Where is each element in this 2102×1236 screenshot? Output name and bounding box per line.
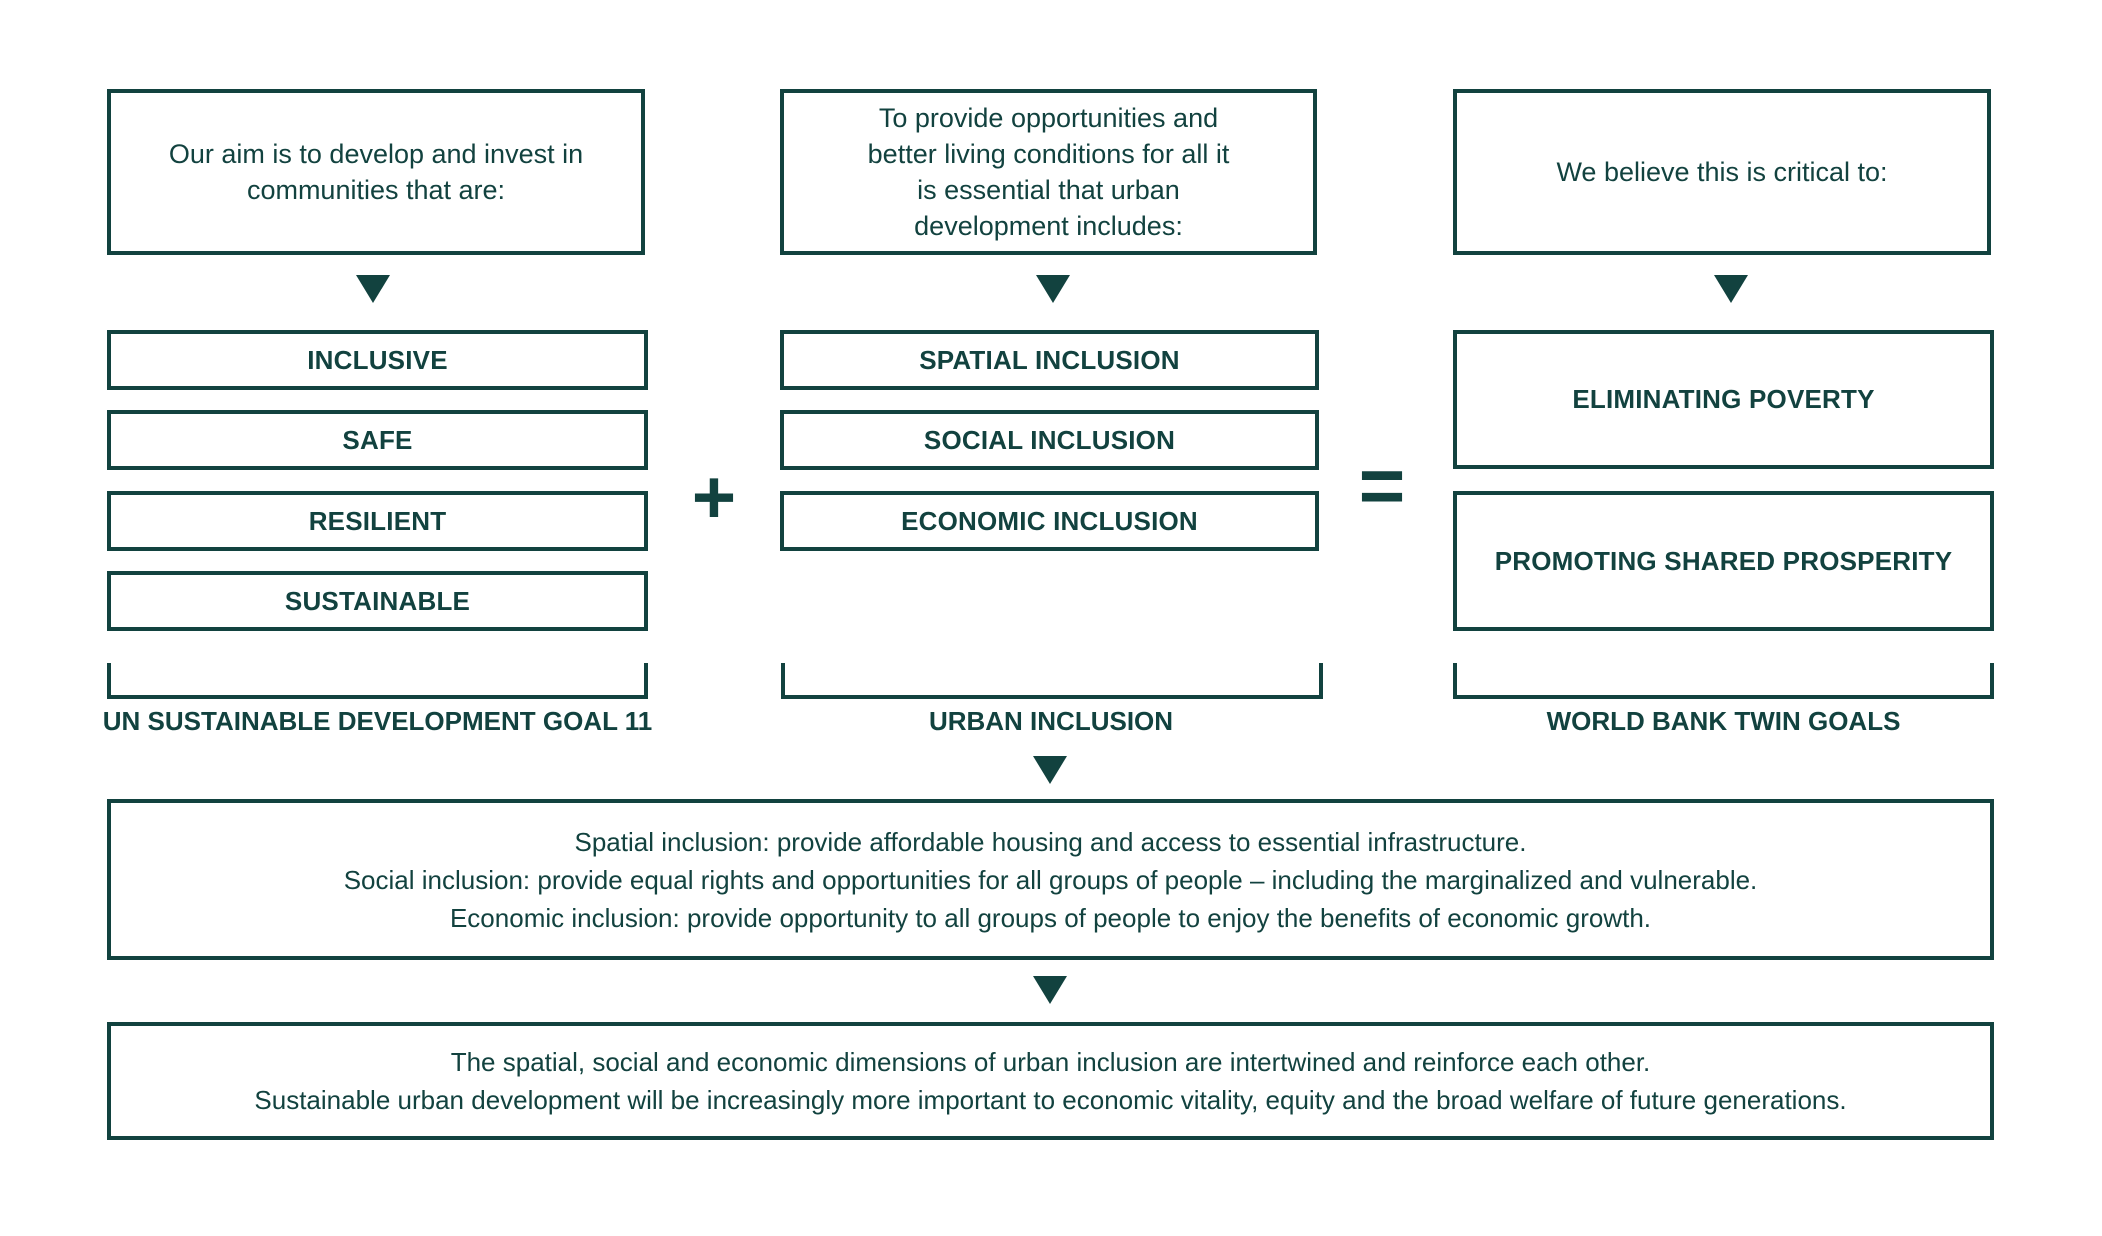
down-arrow-icon — [1033, 756, 1067, 784]
intro-box-urban: To provide opportunities and better livi… — [780, 89, 1317, 255]
label-urban: URBAN INCLUSION — [928, 706, 1174, 736]
conclusion-box: The spatial, social and economic dimensi… — [107, 1022, 1994, 1140]
intro-text-worldbank: We believe this is critical to: — [1556, 157, 1888, 187]
item-label: SOCIAL INCLUSION — [923, 424, 1176, 455]
item-resilient: RESILIENT — [107, 491, 648, 551]
item-safe: SAFE — [107, 410, 648, 470]
item-label: RESILIENT — [308, 505, 447, 536]
label-sdg: UN SUSTAINABLE DEVELOPMENT GOAL 11 — [102, 706, 653, 736]
intro-box-worldbank: We believe this is critical to: — [1453, 89, 1991, 255]
down-arrow-icon — [356, 275, 390, 303]
conclusion-line-1: The spatial, social and economic dimensi… — [450, 1047, 1651, 1077]
detail-line-social: Social inclusion: provide equal rights a… — [343, 864, 1758, 895]
item-social-inclusion: SOCIAL INCLUSION — [780, 410, 1319, 470]
plus-icon: + — [691, 455, 737, 540]
detail-line-economic: Economic inclusion: provide opportunity … — [449, 902, 1652, 933]
item-label: ELIMINATING POVERTY — [1572, 384, 1875, 414]
item-sustainable: SUSTAINABLE — [107, 571, 648, 631]
item-eliminating-poverty: ELIMINATING POVERTY — [1453, 330, 1994, 469]
detail-box: Spatial inclusion: provide affordable ho… — [107, 799, 1994, 960]
item-spatial-inclusion: SPATIAL INCLUSION — [780, 330, 1319, 390]
intro-text-sdg: Our aim is to develop and invest in comm… — [168, 139, 584, 205]
bracket-urban — [781, 663, 1323, 699]
conclusion-line-2: Sustainable urban development will be in… — [254, 1085, 1847, 1115]
item-inclusive: INCLUSIVE — [107, 330, 648, 390]
label-worldbank: WORLD BANK TWIN GOALS — [1546, 706, 1901, 736]
item-label: SAFE — [342, 424, 413, 455]
item-label: SPATIAL INCLUSION — [919, 344, 1180, 375]
down-arrow-icon — [1033, 976, 1067, 1004]
item-label: SUSTAINABLE — [284, 585, 471, 616]
down-arrow-icon — [1036, 275, 1070, 303]
item-economic-inclusion: ECONOMIC INCLUSION — [780, 491, 1319, 551]
item-label: ECONOMIC INCLUSION — [901, 505, 1198, 536]
item-label: INCLUSIVE — [307, 344, 448, 375]
item-label: PROMOTING SHARED PROSPERITY — [1494, 545, 1953, 576]
item-shared-prosperity: PROMOTING SHARED PROSPERITY — [1453, 491, 1994, 631]
detail-line-spatial: Spatial inclusion: provide affordable ho… — [574, 826, 1527, 857]
intro-box-sdg: Our aim is to develop and invest in comm… — [107, 89, 645, 255]
bracket-worldbank — [1453, 663, 1994, 699]
intro-text-urban: To provide opportunities and better livi… — [867, 103, 1230, 241]
bracket-sdg — [107, 663, 648, 699]
down-arrow-icon — [1714, 275, 1748, 303]
equals-icon: = — [1358, 441, 1406, 530]
